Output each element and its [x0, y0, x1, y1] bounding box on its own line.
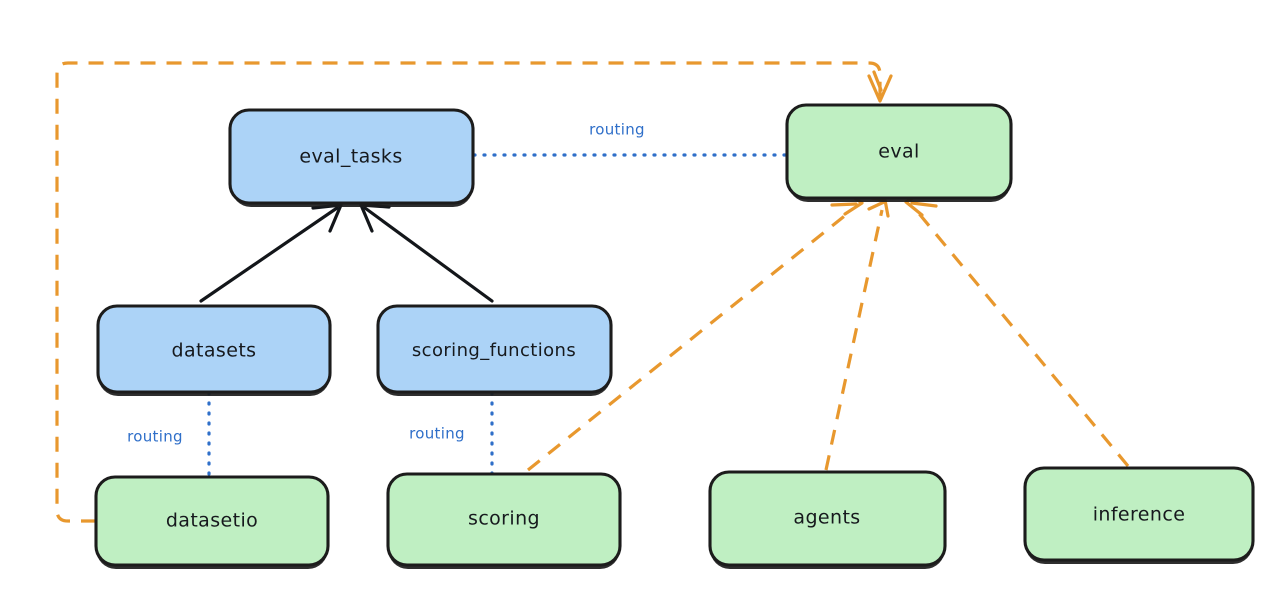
node-datasets[interactable]: datasets — [96, 304, 332, 396]
node-datasetio-label: datasetio — [166, 510, 258, 532]
node-datasetio[interactable]: datasetio — [94, 475, 330, 569]
edge-scoring-to-eval-path — [526, 208, 854, 472]
node-inference[interactable]: inference — [1023, 466, 1255, 564]
node-eval[interactable]: eval — [785, 103, 1013, 202]
edge-scoring_functions-to-eval_tasks — [359, 203, 494, 303]
edge-datasets-to-eval_tasks — [199, 203, 343, 303]
edge-label-layer: routing routing routing — [127, 121, 645, 446]
node-inference-label: inference — [1093, 504, 1186, 526]
node-eval-label: eval — [878, 141, 919, 163]
node-eval_tasks-label: eval_tasks — [299, 146, 402, 168]
edge-label-routing-eval_tasks-eval: routing — [589, 121, 645, 139]
edge-inference-to-eval — [904, 191, 1130, 468]
edge-agents-to-eval — [824, 196, 890, 471]
node-scoring_functions[interactable]: scoring_functions — [376, 304, 613, 396]
edge-scoring_functions-to-eval_tasks-path — [363, 206, 494, 303]
node-scoring_functions-label: scoring_functions — [412, 340, 576, 361]
node-eval_tasks[interactable]: eval_tasks — [228, 108, 475, 207]
edge-agents-to-eval-path — [824, 209, 884, 471]
edge-datasetio-to-eval-arrowhead — [867, 74, 893, 103]
edge-inference-to-eval-arrowhead-barb — [910, 201, 938, 208]
node-agents-box[interactable] — [708, 470, 947, 567]
edge-label-routing-scoring_functions-scoring: routing — [409, 425, 465, 443]
node-inference-box[interactable] — [1023, 466, 1255, 562]
node-eval-box[interactable] — [785, 103, 1013, 200]
edge-inference-to-eval-path — [914, 208, 1130, 468]
edge-agents-to-eval-arrowhead-barb — [867, 200, 886, 211]
node-scoring_functions-box[interactable] — [376, 304, 613, 394]
edge-label-routing-datasets-datasetio: routing — [127, 428, 183, 446]
node-scoring[interactable]: scoring — [386, 472, 622, 569]
node-datasetio-box[interactable] — [94, 475, 330, 567]
edge-datasetio-to-eval — [55, 61, 893, 523]
node-scoring-box[interactable] — [386, 472, 622, 567]
node-datasets-box[interactable] — [96, 304, 332, 394]
node-scoring-label: scoring — [468, 508, 540, 530]
edge-scoring-to-eval-arrowhead-barb — [830, 202, 858, 207]
node-agents-label: agents — [793, 507, 860, 529]
node-datasets-label: datasets — [172, 340, 257, 362]
edge-datasets-to-eval_tasks-path — [199, 206, 339, 303]
edge-datasetio-to-eval-path — [55, 61, 882, 523]
node-agents[interactable]: agents — [708, 470, 947, 569]
node-eval_tasks-box[interactable] — [228, 108, 475, 205]
edge-datasetio-to-eval-arrowhead-barb — [872, 70, 883, 92]
